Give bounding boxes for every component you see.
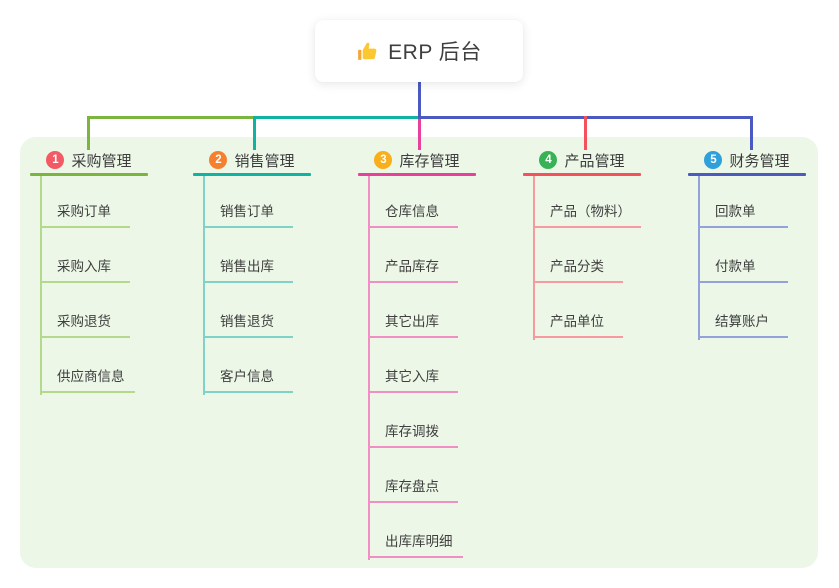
connector-line — [750, 116, 753, 150]
child-node[interactable]: 销售订单 — [203, 202, 293, 228]
root-node[interactable]: ERP 后台 — [315, 20, 523, 82]
branch-label: 产品管理 — [564, 152, 625, 170]
children-connector-line — [40, 176, 42, 395]
child-node[interactable]: 其它入库 — [368, 367, 458, 393]
children-connector-line — [533, 176, 535, 340]
branch-underline — [193, 173, 311, 176]
child-node[interactable]: 供应商信息 — [40, 367, 135, 393]
connector-line — [253, 116, 256, 150]
child-node[interactable]: 回款单 — [698, 202, 788, 228]
child-node[interactable]: 其它出库 — [368, 312, 458, 338]
branch-underline — [688, 173, 806, 176]
child-node[interactable]: 库存调拨 — [368, 422, 458, 448]
branch-header-1[interactable]: 1 采购管理 — [30, 149, 148, 171]
child-node[interactable]: 结算账户 — [698, 312, 788, 338]
branch-number-badge: 3 — [374, 151, 393, 169]
thumbs-up-icon — [356, 40, 379, 63]
branch-header-4[interactable]: 4 产品管理 — [523, 149, 641, 171]
child-node[interactable]: 付款单 — [698, 257, 788, 283]
children-connector-line — [698, 176, 700, 340]
child-node[interactable]: 仓库信息 — [368, 202, 458, 228]
branch-header-2[interactable]: 2 销售管理 — [193, 149, 311, 171]
branch-underline — [30, 173, 148, 176]
child-node[interactable]: 产品（物料） — [533, 202, 641, 228]
child-node[interactable]: 客户信息 — [203, 367, 293, 393]
branch-number-badge: 2 — [209, 151, 228, 169]
root-title: ERP 后台 — [388, 41, 482, 64]
branch-underline — [358, 173, 476, 176]
root-connector-line — [418, 82, 421, 116]
child-node[interactable]: 产品分类 — [533, 257, 623, 283]
branch-number-badge: 5 — [704, 151, 723, 169]
connector-line — [87, 116, 90, 150]
branch-number-badge: 4 — [539, 151, 558, 169]
branch-number-badge: 1 — [46, 151, 65, 169]
child-node[interactable]: 产品单位 — [533, 312, 623, 338]
child-node[interactable]: 产品库存 — [368, 257, 458, 283]
branches-panel — [20, 137, 818, 568]
child-node[interactable]: 销售退货 — [203, 312, 293, 338]
branch-label: 采购管理 — [71, 152, 132, 170]
child-node[interactable]: 采购订单 — [40, 202, 130, 228]
child-node[interactable]: 采购入库 — [40, 257, 130, 283]
child-node[interactable]: 出库库明细 — [368, 532, 463, 558]
child-node[interactable]: 采购退货 — [40, 312, 130, 338]
child-node[interactable]: 库存盘点 — [368, 477, 458, 503]
branch-label: 库存管理 — [399, 152, 460, 170]
children-connector-line — [203, 176, 205, 395]
children-connector-line — [368, 176, 370, 560]
branch-label: 财务管理 — [729, 152, 790, 170]
branch-header-3[interactable]: 3 库存管理 — [358, 149, 476, 171]
branch-underline — [523, 173, 641, 176]
connector-line — [253, 116, 420, 119]
branch-label: 销售管理 — [234, 152, 295, 170]
connector-line — [418, 119, 421, 150]
branch-header-5[interactable]: 5 财务管理 — [688, 149, 806, 171]
child-node[interactable]: 销售出库 — [203, 257, 293, 283]
connector-line — [584, 116, 587, 150]
connector-line — [87, 116, 255, 119]
